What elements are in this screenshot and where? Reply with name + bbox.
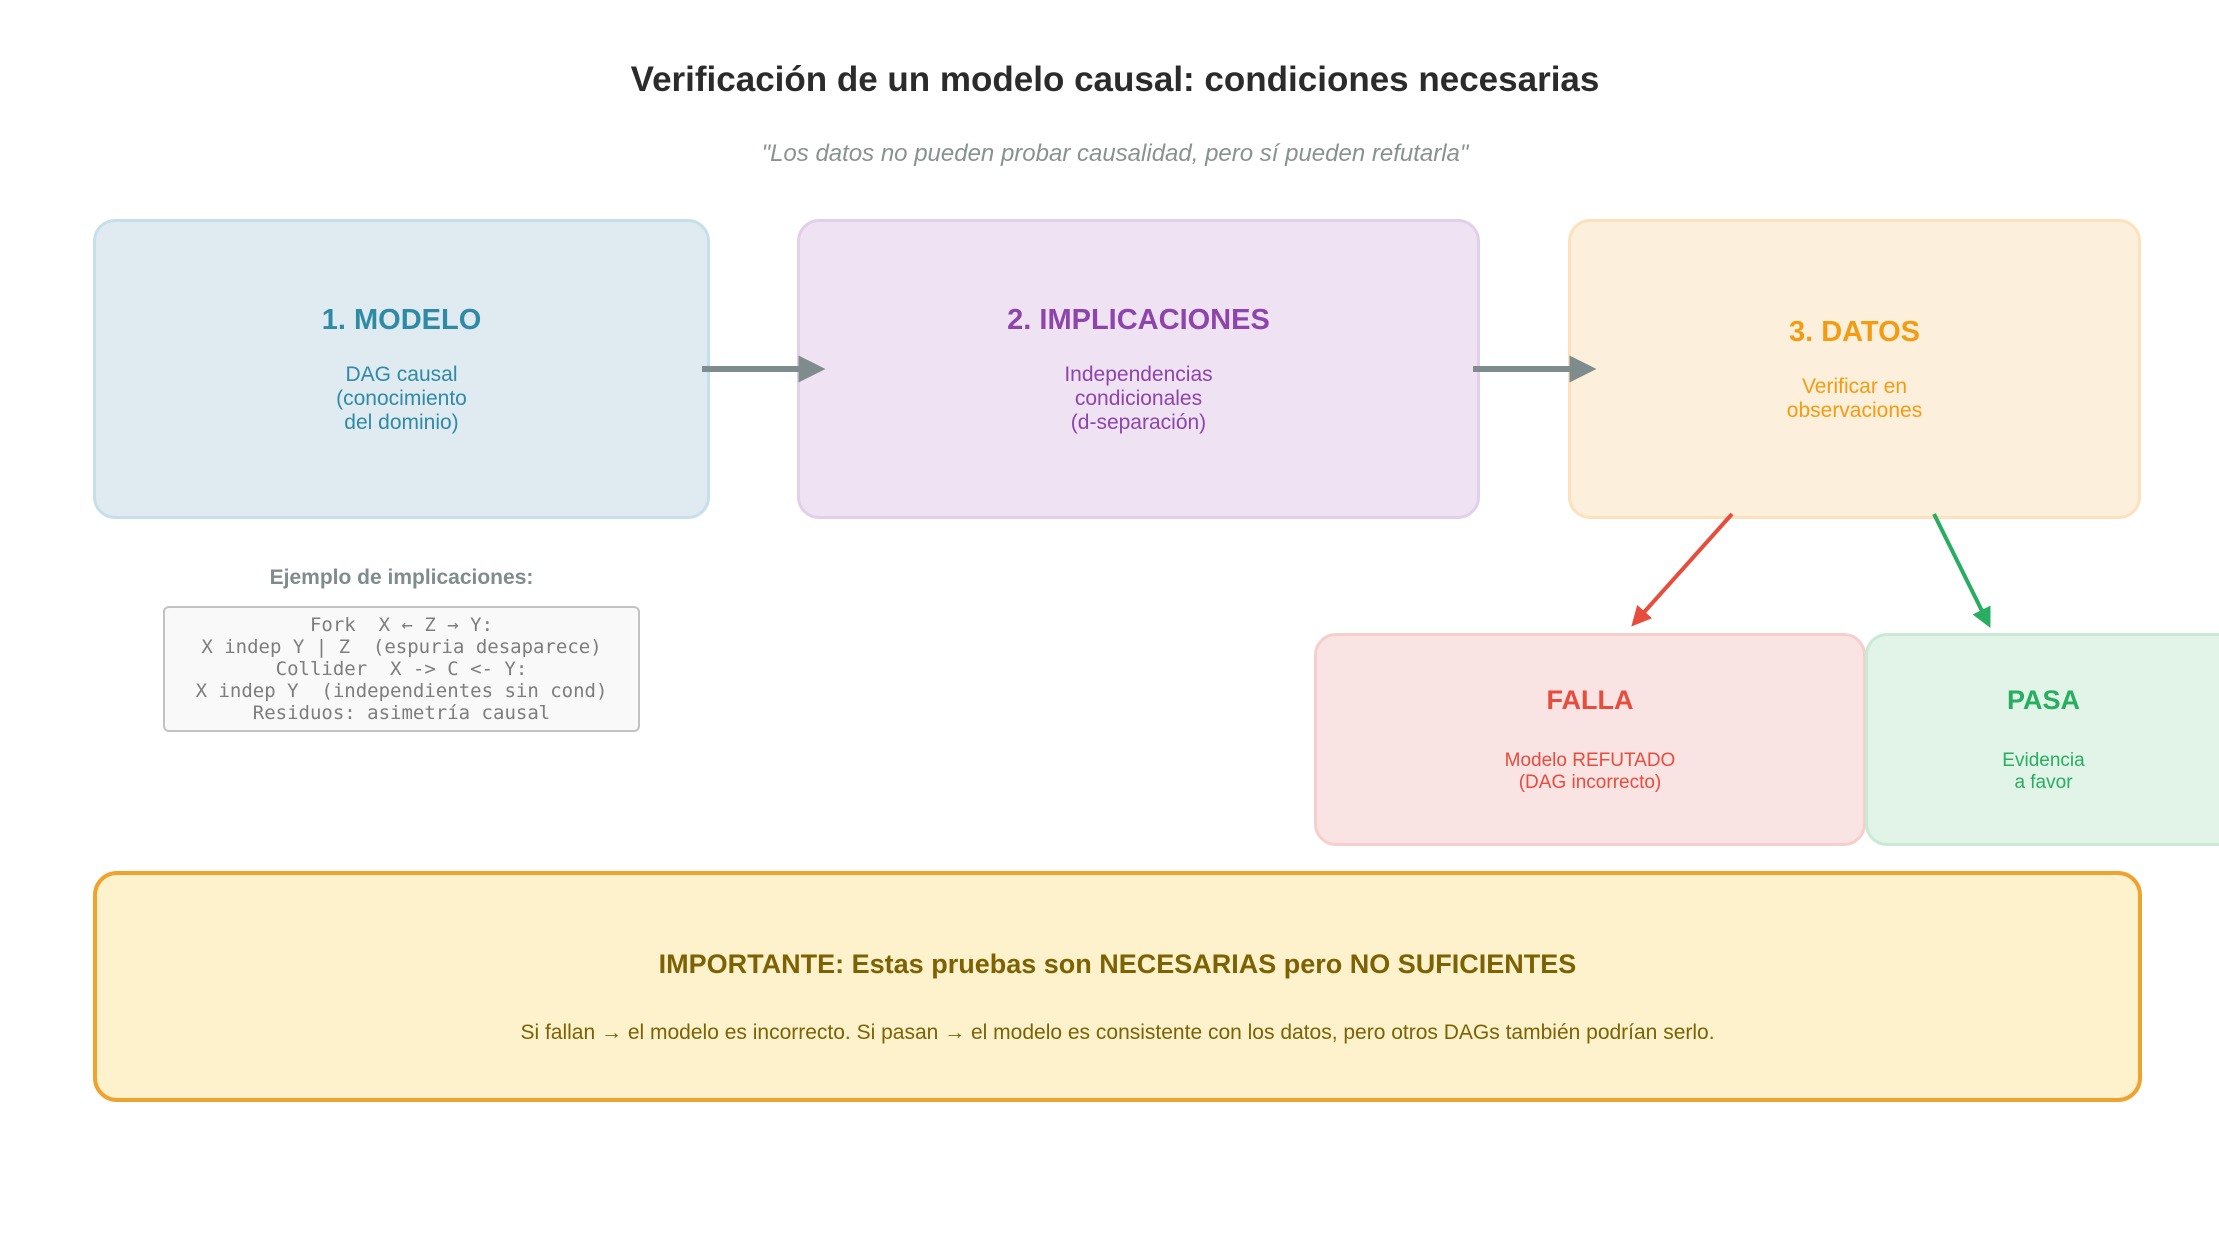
important-note-text: Si fallan → el modelo es incorrecto. Si … <box>520 1021 1715 1044</box>
outcome-fail-heading: FALLA <box>1546 685 1634 715</box>
step-data-body: Verificar en observaciones <box>1786 374 1923 422</box>
example-line: X indep Y | Z (espuria desaparece) <box>201 636 602 658</box>
page-subtitle: "Los datos no pueden probar causalidad, … <box>761 140 1469 167</box>
outcome-pass-body: Evidencia a favor <box>2002 750 2085 793</box>
arrow-data-to-pass <box>1932 513 1991 628</box>
example-line: X indep Y (independientes sin cond) <box>195 680 608 702</box>
example-label: Ejemplo de implicaciones: <box>269 566 534 589</box>
example-code-box: Fork X ← Z → Y: X indep Y | Z (espuria d… <box>163 606 640 732</box>
outcome-fail-box: FALLA Modelo REFUTADO (DAG incorrecto) <box>1314 633 1866 846</box>
step-implications-body: Independencias condicionales (d-separaci… <box>1064 362 1213 434</box>
step-model-body: DAG causal (conocimiento del dominio) <box>336 362 467 434</box>
step-data-box: 3. DATOS Verificar en observaciones <box>1568 219 2141 519</box>
outcome-fail-body: Modelo REFUTADO (DAG incorrecto) <box>1504 750 1676 793</box>
important-note-box: IMPORTANTE: Estas pruebas son NECESARIAS… <box>93 871 2142 1102</box>
step-implications-box: 2. IMPLICACIONES Independencias condicio… <box>797 219 1480 519</box>
example-line: Residuos: asimetría causal <box>252 702 551 724</box>
page-title: Verificación de un modelo causal: condic… <box>630 60 1600 99</box>
outcome-pass-box: PASA Evidencia a favor <box>1865 633 2219 846</box>
important-note-heading: IMPORTANTE: Estas pruebas son NECESARIAS… <box>658 949 1577 979</box>
step-data-heading: 3. DATOS <box>1788 315 1921 348</box>
step-implications-heading: 2. IMPLICACIONES <box>1007 303 1270 336</box>
example-line: Fork X ← Z → Y: <box>309 614 494 636</box>
arrow-data-to-fail <box>1631 512 1734 627</box>
outcome-pass-heading: PASA <box>2006 685 2080 715</box>
example-line: Collider X -> C <- Y: <box>275 658 528 680</box>
step-model-heading: 1. MODELO <box>321 303 482 336</box>
step-model-box: 1. MODELO DAG causal (conocimiento del d… <box>93 219 710 519</box>
